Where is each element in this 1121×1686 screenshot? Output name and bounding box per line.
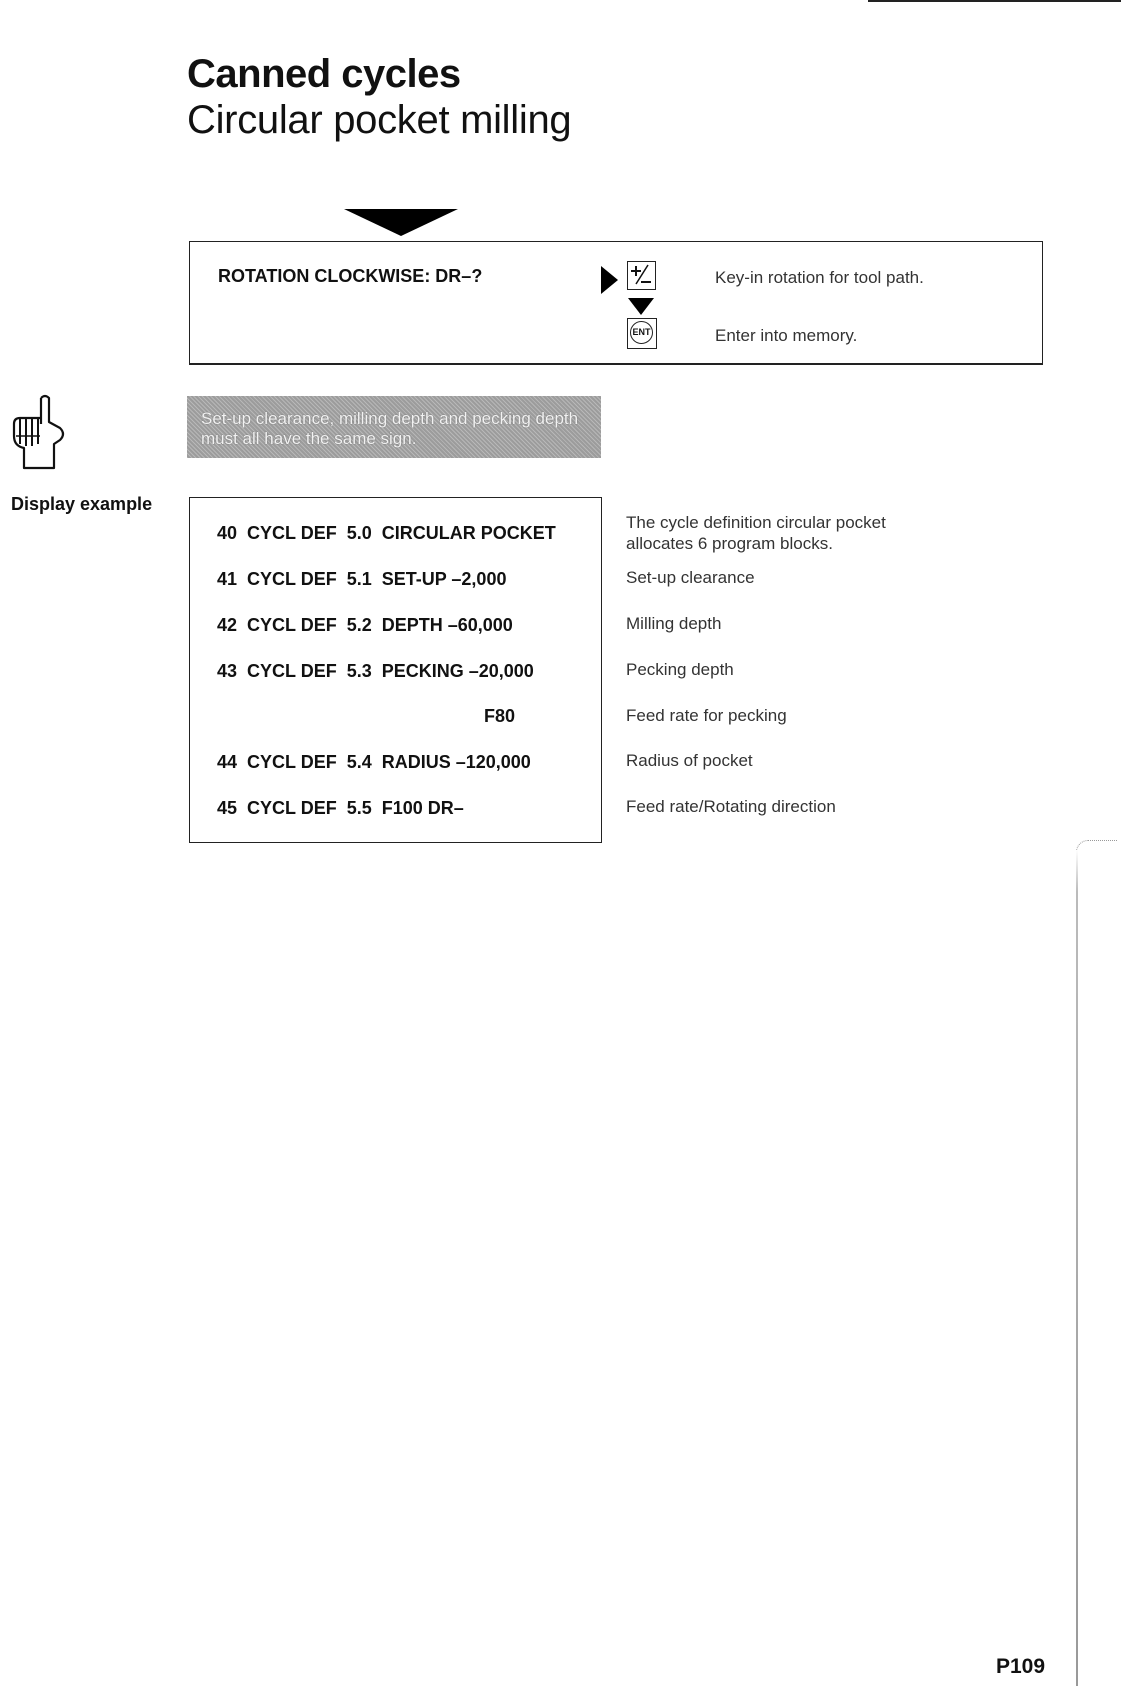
block-description: Pecking depth <box>626 660 734 679</box>
dialog-prompt: ROTATION CLOCKWISE: DR–? <box>218 266 483 286</box>
program-block: 44 CYCL DEF 5.4 RADIUS –120,000 <box>217 752 531 772</box>
page-subtitle: Circular pocket milling <box>187 98 572 142</box>
top-rule <box>868 0 1121 2</box>
ent-key[interactable]: ENT <box>627 318 657 349</box>
display-example-box: 40 CYCL DEF 5.0 CIRCULAR POCKET 41 CYCL … <box>189 497 602 843</box>
program-block: 41 CYCL DEF 5.1 SET-UP –2,000 <box>217 569 507 589</box>
margin-line <box>1076 850 1078 1686</box>
block-description: Feed rate for pecking <box>626 706 787 725</box>
block-description: Feed rate/Rotating direction <box>626 797 836 816</box>
block-description: Radius of pocket <box>626 751 753 770</box>
note-box: Set-up clearance, milling depth and peck… <box>187 396 601 458</box>
block-description: Set-up clearance <box>626 568 755 587</box>
page-number: P109 <box>996 1655 1046 1678</box>
dialog-box: ROTATION CLOCKWISE: DR–? ENT Key-in rota… <box>189 241 1043 365</box>
program-block: 40 CYCL DEF 5.0 CIRCULAR POCKET <box>217 523 556 543</box>
down-arrow-icon <box>344 209 458 236</box>
instruction-keyin: Key-in rotation for tool path. <box>715 268 924 287</box>
pointing-hand-icon <box>12 394 65 470</box>
play-arrow-icon <box>601 266 618 294</box>
program-block: 43 CYCL DEF 5.3 PECKING –20,000 <box>217 661 534 681</box>
down-arrow-icon-small <box>628 298 654 315</box>
program-block: F80 <box>484 706 516 726</box>
plus-minus-key-glyph <box>631 264 651 285</box>
instruction-enter: Enter into memory. <box>715 326 858 345</box>
block-description: Milling depth <box>626 614 722 633</box>
margin-curve <box>1076 840 1117 861</box>
plus-minus-key[interactable] <box>627 261 656 290</box>
program-block: 42 CYCL DEF 5.2 DEPTH –60,000 <box>217 615 513 635</box>
page-title: Canned cycles <box>187 52 461 96</box>
program-block: 45 CYCL DEF 5.5 F100 DR– <box>217 798 464 818</box>
block-description: The cycle definition circular pocket all… <box>626 513 886 553</box>
display-example-label: Display example <box>11 494 153 514</box>
ent-key-label: ENT <box>630 321 653 344</box>
